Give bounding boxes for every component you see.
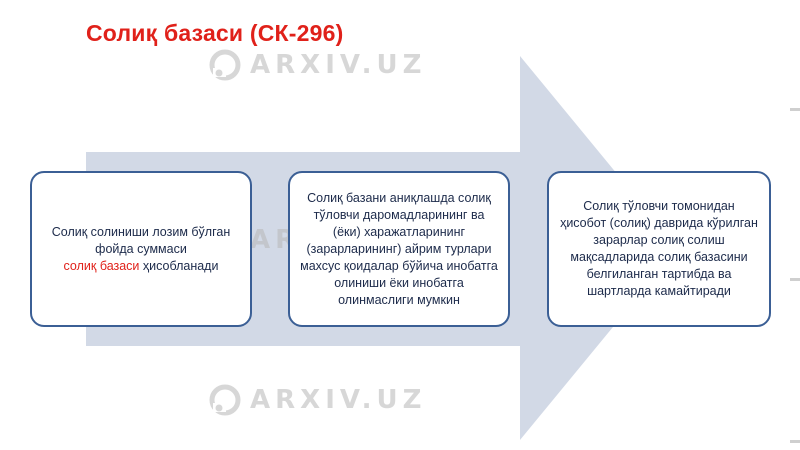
arxiv-logo-icon: [209, 384, 241, 416]
watermark: ARXIV.UZ: [208, 48, 426, 82]
watermark: ARXIV.UZ: [208, 383, 426, 417]
process-box-1-line1: Солиқ солиниши лозим бўлган фойда суммас…: [51, 224, 231, 256]
watermark-text: ARXIV.UZ: [250, 50, 427, 80]
process-box-2: Солиқ базани аниқлашда солиқ тўловчи дар…: [288, 171, 510, 327]
watermark-fragment: [790, 278, 800, 281]
process-box-3-text: Солиқ тўловчи томонидан ҳисобот (солиқ) …: [560, 199, 758, 298]
process-box-1-line2: ҳисобланади: [139, 258, 219, 273]
process-box-3: Солиқ тўловчи томонидан ҳисобот (солиқ) …: [547, 171, 771, 327]
process-box-1: Солиқ солиниши лозим бўлган фойда суммас…: [30, 171, 252, 327]
slide-title: Солиқ базаси (СК-296): [86, 20, 344, 46]
watermark-text: ARXIV.UZ: [250, 385, 427, 415]
process-box-1-highlight: солиқ базаси: [63, 258, 140, 273]
arxiv-logo-icon: [209, 49, 241, 81]
watermark-fragment: [790, 440, 800, 443]
watermark-fragment: [790, 108, 800, 111]
process-box-1-text: Солиқ солиниши лозим бўлган фойда суммас…: [42, 224, 240, 275]
process-box-2-text: Солиқ базани аниқлашда солиқ тўловчи дар…: [300, 190, 498, 307]
